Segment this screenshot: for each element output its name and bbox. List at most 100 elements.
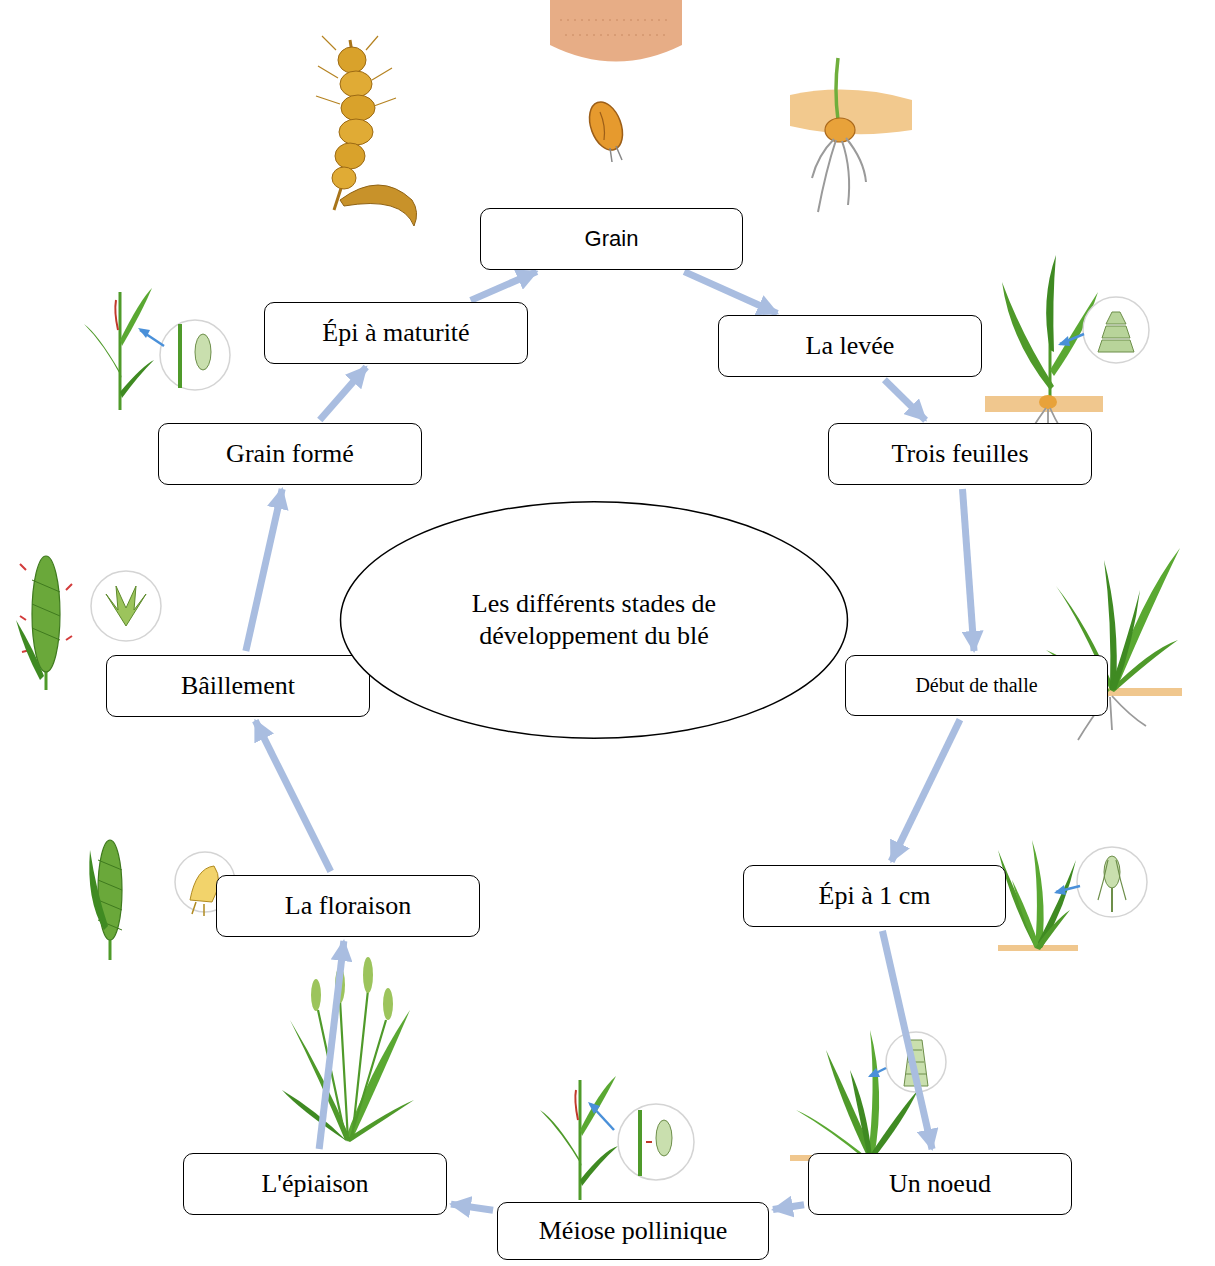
- stage-arrow: [684, 272, 777, 314]
- meiosis-illustration-part: [540, 1110, 582, 1166]
- meiosis-illustration-part: [580, 1146, 618, 1186]
- diagram-title: Les différents stades de développement d…: [409, 588, 779, 653]
- three-leaves-illustration: [985, 255, 1149, 450]
- title-ellipse: Les différents stades de développement d…: [339, 500, 849, 740]
- ear-1cm-illustration-part: [1104, 856, 1120, 888]
- formed-grain-illustration-part: [178, 324, 182, 388]
- stage-arrow: [255, 721, 330, 872]
- gaping-illustration-part: [91, 571, 161, 641]
- meiosis-illustration-part: [580, 1076, 616, 1136]
- seed-illustration-part: [610, 146, 622, 162]
- formed-grain-illustration-part: [160, 320, 230, 390]
- stage-arrow: [882, 931, 932, 1149]
- flowering-illustration-part: [190, 866, 219, 902]
- three-leaves-illustration-part: [1058, 336, 1070, 346]
- formed-grain-illustration-part: [84, 324, 122, 378]
- stage-label: Grain: [585, 225, 639, 253]
- one-node-illustration-part: [868, 1030, 879, 1158]
- stage-label: Trois feuilles: [892, 438, 1029, 471]
- stage-label: Épi à maturité: [322, 317, 469, 350]
- stage-box: La floraison: [216, 875, 480, 937]
- ear-1cm-illustration: [998, 840, 1147, 951]
- mature-ear-illustration-part: [340, 185, 417, 226]
- meiosis-illustration-part: [638, 1110, 642, 1176]
- meiosis-illustration-part: [618, 1104, 694, 1180]
- tillering-illustration-part: [1110, 548, 1180, 690]
- ear-1cm-illustration-part: [1012, 880, 1040, 948]
- flowering-illustration-part: [89, 850, 108, 930]
- stage-box: Épi à maturité: [264, 302, 528, 364]
- three-leaves-illustration-part: [1046, 255, 1056, 352]
- stage-arrow: [246, 489, 282, 651]
- mature-ear-illustration: [316, 36, 417, 226]
- emergence-illustration: [790, 58, 912, 212]
- stage-label: Méiose pollinique: [539, 1215, 727, 1248]
- meiosis-illustration-part: [646, 1141, 652, 1143]
- three-leaves-illustration-part: [1002, 282, 1054, 390]
- meiosis-illustration-part: [588, 1102, 600, 1114]
- heading-illustration-part: [363, 957, 373, 993]
- stage-label: Début de thalle: [915, 673, 1037, 698]
- three-leaves-illustration-part: [1083, 297, 1149, 363]
- mature-ear-illustration-part: [332, 167, 356, 189]
- heading-illustration-part: [282, 1090, 348, 1142]
- stage-label: L'épiaison: [261, 1168, 368, 1201]
- gaping-illustration-part: [106, 586, 146, 626]
- stage-label: Grain formé: [226, 438, 354, 471]
- stage-box: Trois feuilles: [828, 423, 1092, 485]
- heading-illustration-part: [311, 979, 321, 1011]
- one-node-illustration-part: [868, 1090, 918, 1158]
- stage-arrow: [319, 941, 344, 1149]
- one-node-illustration-part: [850, 1070, 872, 1158]
- ear-1cm-illustration-part: [1035, 860, 1076, 948]
- stage-box: Grain formé: [158, 423, 422, 485]
- emergence-illustration-part: [836, 58, 838, 120]
- gaping-illustration-part: [32, 556, 60, 672]
- stage-arrow: [471, 272, 537, 301]
- ear-1cm-illustration-part: [1054, 885, 1066, 895]
- seed-illustration-part: [550, 0, 682, 62]
- heading-illustration: [282, 957, 414, 1142]
- stage-label: La levée: [806, 330, 895, 363]
- stage-arrow: [773, 1205, 804, 1210]
- stage-arrow: [320, 367, 366, 420]
- mature-ear-illustration-part: [341, 95, 375, 121]
- seed-illustration-part: [600, 112, 605, 140]
- meiosis-illustration-part: [656, 1120, 672, 1156]
- mature-ear-illustration-part: [335, 143, 365, 169]
- seed-illustration: [550, 0, 682, 162]
- flowering-illustration-part: [192, 902, 204, 916]
- one-node-illustration-part: [826, 1050, 874, 1158]
- stage-label: Un noeud: [889, 1168, 991, 1201]
- stage-arrow: [884, 380, 925, 420]
- mature-ear-illustration-part: [339, 119, 373, 145]
- meiosis-illustration: [540, 1076, 694, 1200]
- mature-ear-illustration-part: [340, 71, 372, 97]
- stage-box: La levée: [718, 315, 982, 377]
- ear-1cm-illustration-part: [1077, 847, 1147, 917]
- stage-box: L'épiaison: [183, 1153, 447, 1215]
- formed-grain-illustration-part: [138, 328, 150, 338]
- three-leaves-illustration-part: [1039, 395, 1057, 409]
- formed-grain-illustration-part: [195, 334, 211, 370]
- stage-arrow: [962, 489, 974, 651]
- ellipse-shape: [341, 502, 848, 739]
- stage-arrow: [891, 720, 960, 862]
- flowering-illustration-part: [109, 940, 112, 960]
- tillering-illustration-part: [1110, 590, 1140, 690]
- heading-illustration-part: [383, 988, 393, 1020]
- gaping-illustration-part: [20, 564, 72, 652]
- stage-box: Début de thalle: [845, 655, 1108, 716]
- formed-grain-illustration-part: [115, 300, 118, 330]
- ellipse-outline: [339, 500, 849, 740]
- mature-ear-illustration-part: [316, 36, 396, 106]
- flowering-illustration: [89, 840, 235, 960]
- one-node-illustration-part: [868, 1068, 880, 1077]
- gaping-illustration-part: [45, 670, 48, 690]
- stage-box: Méiose pollinique: [497, 1202, 769, 1260]
- mature-ear-illustration-part: [338, 47, 366, 73]
- gaping-illustration-part: [16, 620, 44, 680]
- ear-1cm-illustration-part: [1035, 910, 1070, 950]
- seed-illustration-part: [560, 20, 670, 35]
